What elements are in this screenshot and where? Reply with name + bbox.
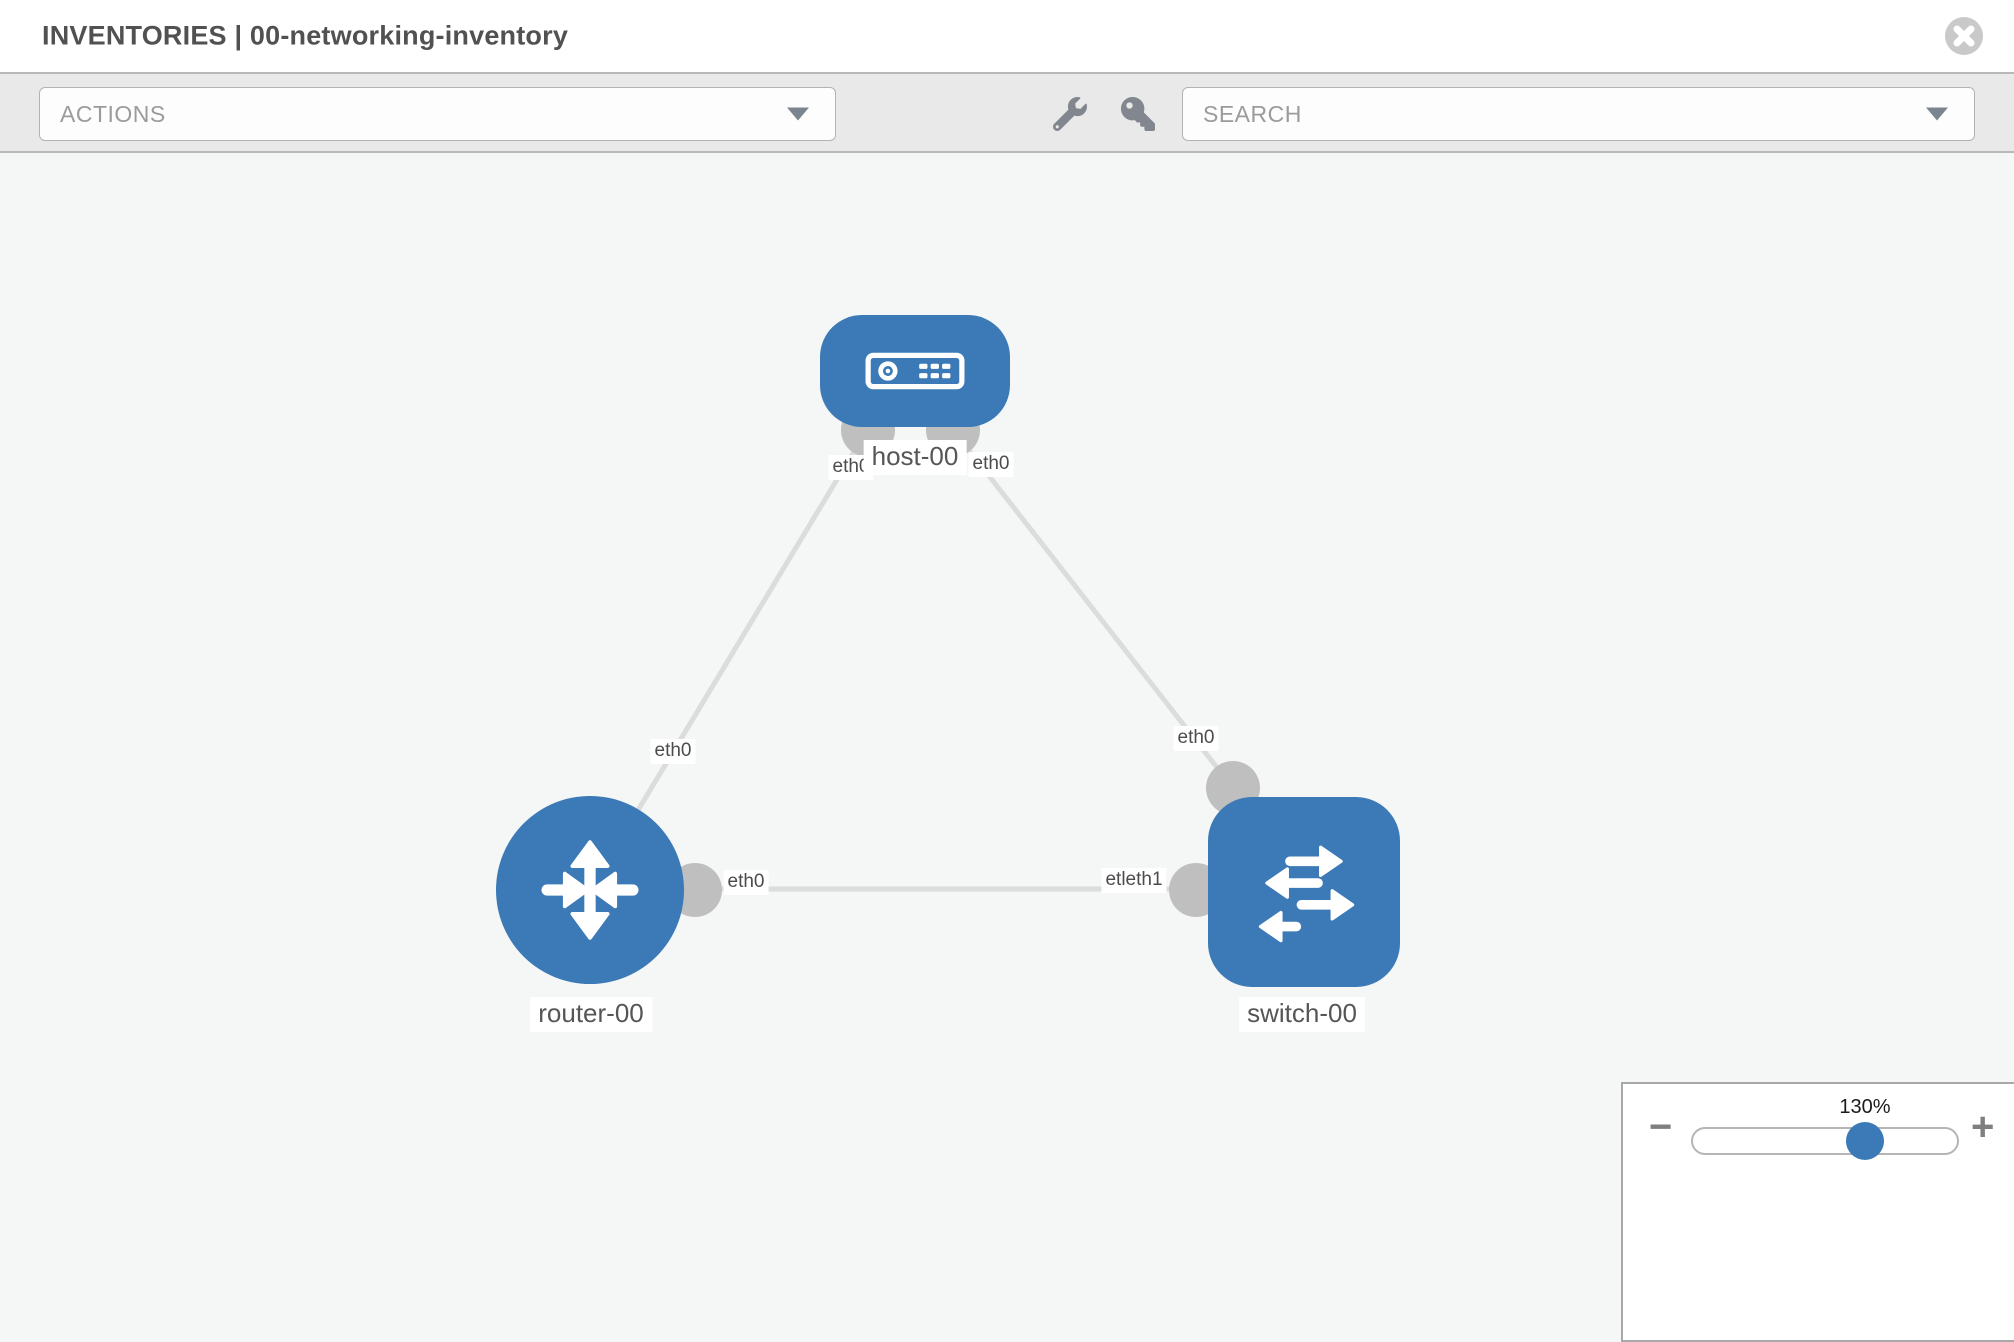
node-host-00[interactable] — [820, 315, 1010, 427]
topology-links-layer — [587, 403, 1260, 917]
zoom-in-button[interactable]: + — [1971, 1105, 1995, 1149]
zoom-out-button[interactable]: − — [1649, 1105, 1673, 1149]
chevron-down-icon — [1926, 107, 1948, 121]
zoom-level-value: 130% — [1839, 1096, 1891, 1118]
page-title: INVENTORIES | 00-networking-inventory — [42, 20, 569, 51]
zoom-slider-thumb[interactable] — [1846, 1122, 1884, 1160]
search-dropdown-label: SEARCH — [1203, 100, 1302, 127]
key-icon — [1121, 97, 1155, 131]
actions-dropdown-label: ACTIONS — [60, 100, 166, 127]
router-icon — [541, 840, 639, 940]
chevron-down-icon — [787, 107, 809, 121]
node-label-switch: switch-00 — [1239, 997, 1365, 1032]
close-icon — [1945, 17, 1983, 55]
iface-label-router-upper: eth0 — [650, 739, 696, 764]
iface-label-mid-router: eth0 — [723, 870, 769, 895]
node-label-router: router-00 — [530, 997, 652, 1032]
zoom-slider[interactable] — [1691, 1122, 1959, 1160]
host-icon — [865, 352, 965, 390]
search-dropdown[interactable]: SEARCH — [1182, 87, 1975, 141]
wrench-icon — [1053, 97, 1087, 131]
iface-label-mid-switch: etleth1 — [1101, 868, 1167, 893]
switch-icon — [1258, 845, 1355, 943]
iface-label-host-right: eth0 — [968, 452, 1014, 477]
node-switch-00[interactable] — [1208, 797, 1400, 987]
close-button[interactable] — [1944, 16, 1984, 56]
key-button[interactable] — [1112, 88, 1164, 140]
zoom-control-panel: 130% − + — [1621, 1082, 2014, 1342]
node-label-host: host-00 — [863, 440, 967, 475]
toolbar: ACTIONS SEARCH — [0, 72, 2014, 153]
wrench-button[interactable] — [1044, 88, 1096, 140]
iface-label-switch-upper: eth0 — [1173, 726, 1219, 751]
actions-dropdown[interactable]: ACTIONS — [39, 87, 836, 141]
header: INVENTORIES | 00-networking-inventory — [0, 0, 2014, 72]
node-router-00[interactable] — [496, 796, 684, 984]
